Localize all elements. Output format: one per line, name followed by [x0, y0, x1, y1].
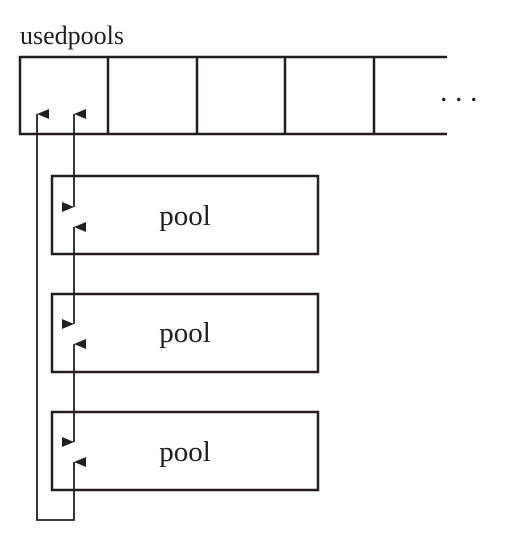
usedpools-title: usedpools	[20, 21, 124, 50]
array-ellipsis: . . .	[440, 75, 478, 108]
pool-label: pool	[159, 436, 211, 468]
pool-node: pool	[50, 410, 320, 492]
pool-label: pool	[159, 200, 211, 232]
pool-label: pool	[159, 317, 211, 349]
pool-list: pool pool pool	[50, 174, 320, 492]
pool-links	[36, 109, 86, 521]
link-arrow-pool3-back-to-array	[36, 109, 86, 521]
usedpools-array	[18, 55, 447, 136]
pool-node: pool	[50, 174, 320, 256]
pool-node: pool	[50, 292, 320, 374]
array-outline	[18, 55, 447, 136]
